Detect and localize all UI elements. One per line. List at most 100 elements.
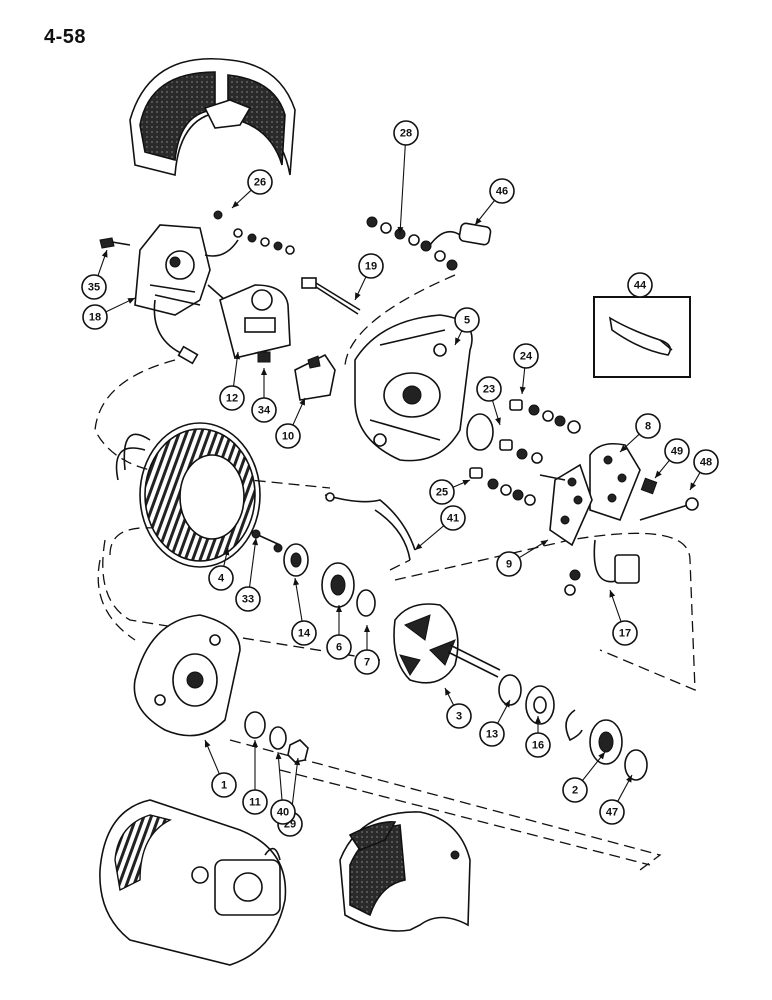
callout-label: 47 (606, 807, 618, 819)
callout-5: 5 (454, 307, 480, 346)
screw (99, 237, 131, 249)
callout-bubble (479, 721, 505, 747)
leader-arrow (364, 625, 370, 632)
callout-bubble (429, 479, 455, 505)
callout-11: 11 (242, 740, 268, 815)
callout-bubble (513, 343, 539, 369)
drive-end-frame (133, 614, 241, 737)
callout-bubble (251, 397, 277, 423)
through-bolt (301, 277, 361, 315)
callout-24: 24 (513, 343, 539, 395)
screw-small (257, 351, 271, 363)
leader-arrow (275, 752, 282, 760)
callout-bubble (562, 777, 588, 803)
callout-label: 8 (645, 421, 651, 433)
callout-bubble (599, 799, 625, 825)
callout-bubble (247, 169, 273, 195)
callout-10: 10 (275, 397, 306, 449)
callout-bubble (476, 376, 502, 402)
connector-wire (564, 539, 640, 596)
callout-label: 41 (447, 513, 459, 525)
callout-label: 44 (634, 280, 647, 292)
callout-33: 33 (235, 537, 261, 612)
callout-bubble (275, 423, 301, 449)
leader-line (249, 537, 257, 588)
callout-label: 48 (700, 457, 712, 469)
callout-bubble (270, 799, 296, 825)
callout-label: 14 (298, 628, 311, 640)
callout-label: 40 (277, 807, 289, 819)
leader-arrow (626, 775, 632, 783)
callout-6: 6 (326, 605, 352, 660)
callout-bubble (211, 772, 237, 798)
callout-8: 8 (619, 413, 661, 453)
callout-label: 13 (486, 729, 498, 741)
callout-18: 18 (82, 297, 136, 330)
callout-label: 5 (464, 315, 470, 327)
leader-arrow (232, 201, 240, 208)
leader-arrow (299, 398, 305, 406)
leader-arrow (455, 337, 461, 345)
leader-arrow (127, 298, 135, 304)
callout-bubble (82, 304, 108, 330)
leader-arrow (234, 352, 241, 360)
callout-3: 3 (444, 687, 472, 729)
leader-arrow (293, 578, 300, 586)
assembly-guide-lines (94, 274, 696, 871)
callout-label: 28 (400, 128, 412, 140)
callout-12: 12 (219, 351, 245, 411)
callout-label: 23 (483, 384, 495, 396)
callout-9: 9 (496, 539, 549, 577)
regulator-assembly (134, 224, 239, 365)
callout-bubble (208, 565, 234, 591)
bearing-stack (251, 529, 376, 617)
callout-28: 28 (393, 120, 419, 235)
callout-bubble (446, 703, 472, 729)
leader-line (277, 751, 283, 801)
callout-bubble (525, 732, 551, 758)
callout-7: 7 (354, 625, 380, 675)
callout-bubble (81, 274, 107, 300)
rotor (393, 603, 501, 684)
callout-41: 41 (414, 505, 466, 551)
callout-label: 4 (218, 573, 225, 585)
callout-19: 19 (354, 253, 384, 301)
callout-label: 24 (520, 351, 533, 363)
callout-25: 25 (429, 479, 471, 505)
insulator-plate (219, 284, 291, 359)
callout-bubble (354, 649, 380, 675)
leader-arrow (336, 605, 342, 612)
leader-line (399, 144, 406, 235)
rear-cover-screen (129, 58, 296, 177)
leader-arrow (540, 540, 548, 547)
callout-47: 47 (599, 774, 633, 825)
callout-23: 23 (476, 376, 502, 426)
callout-label: 7 (364, 657, 370, 669)
page-number: 4-58 (44, 26, 87, 48)
callout-label: 6 (336, 642, 342, 654)
leader-arrow (462, 480, 470, 486)
leader-arrow (655, 470, 662, 478)
callout-4: 4 (208, 547, 234, 591)
callout-label: 17 (619, 628, 631, 640)
callout-34: 34 (251, 368, 277, 423)
callout-label: 46 (496, 186, 508, 198)
leader-arrow (294, 758, 301, 766)
leader-arrow (252, 740, 258, 747)
parts-inset-box (593, 296, 691, 378)
callout-1: 1 (204, 739, 237, 798)
callout-label: 33 (242, 594, 254, 606)
leader-arrow (598, 752, 605, 760)
callout-label: 19 (365, 261, 377, 273)
leader-line (290, 757, 299, 813)
callout-bubble (326, 634, 352, 660)
callout-13: 13 (479, 699, 511, 747)
callout-bubble (454, 307, 480, 333)
callout-label: 26 (254, 177, 266, 189)
leader-arrow (397, 226, 404, 234)
callout-16: 16 (525, 716, 551, 758)
callout-bubble (627, 272, 653, 298)
terminal-block (294, 353, 336, 401)
callout-bubble (242, 789, 268, 815)
